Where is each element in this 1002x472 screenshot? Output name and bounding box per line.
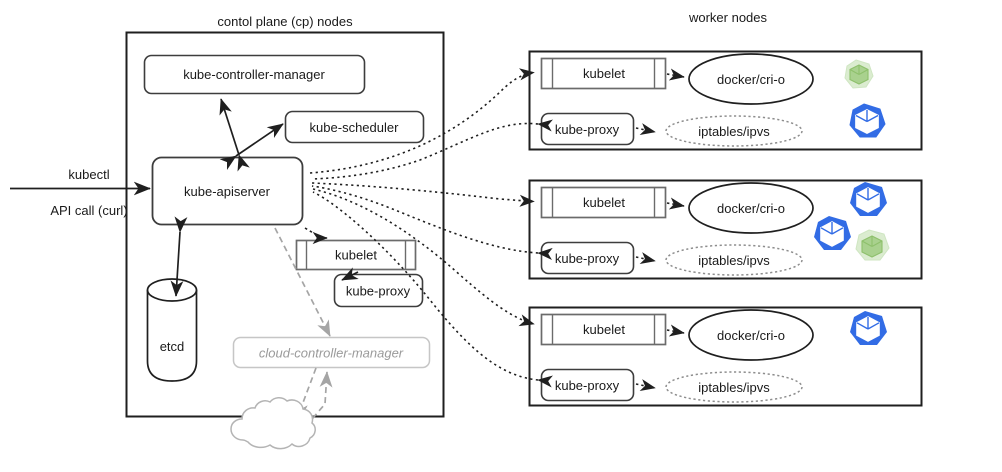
worker-2-networking-label: iptables/ipvs: [698, 253, 770, 268]
control-plane-title: contol plane (cp) nodes: [217, 14, 353, 29]
cloud-controller-manager-box[interactable]: [232, 336, 431, 369]
worker-3-kube-proxy-label: kube-proxy: [555, 378, 620, 393]
worker-1-networking-node[interactable]: iptables/ipvs: [665, 115, 803, 147]
cloud-shape: [230, 397, 316, 450]
kube-scheduler-label: kube-scheduler: [310, 120, 400, 135]
kube-apiserver-node[interactable]: kube-apiserver: [151, 156, 304, 226]
worker-node-2: kubelet kube-proxy docker/cri-o iptables…: [528, 179, 923, 280]
worker-3-kube-proxy-node[interactable]: kube-proxy: [540, 368, 635, 402]
worker-3-networking-label: iptables/ipvs: [698, 380, 770, 395]
worker-3-kubelet-box[interactable]: [540, 313, 667, 346]
edge-apiserver-controllermanager: [219, 98, 250, 172]
edge-apiserver-w2-kubelet: [311, 182, 535, 207]
edge-w1-kubelet-runtime: [666, 68, 685, 81]
cp-kubelet-label: kubelet: [335, 248, 377, 263]
cp-kubelet-node[interactable]: kubelet: [295, 239, 417, 271]
worker-2-kubelet-box[interactable]: [540, 186, 667, 219]
kube-controller-manager-box[interactable]: [143, 54, 366, 95]
worker-1-kubelet-node[interactable]: kubelet: [540, 57, 667, 90]
worker-3-runtime-ellipse[interactable]: [688, 309, 814, 361]
pod-icon-blue: [850, 182, 887, 216]
worker-1-runtime-ellipse[interactable]: [688, 53, 814, 105]
edge-apiserver-scheduler: [219, 123, 284, 170]
cloud-controller-manager-node[interactable]: cloud-controller-manager: [232, 336, 431, 369]
kube-controller-manager-label: kube-controller-manager: [183, 67, 325, 82]
worker-node-1-container: [528, 50, 923, 151]
worker-2-kube-proxy-node[interactable]: kube-proxy: [540, 241, 635, 275]
worker-3-kubelet-node[interactable]: kubelet: [540, 313, 667, 346]
cp-kubelet-box[interactable]: [295, 239, 417, 271]
worker-2-runtime-label: docker/cri-o: [717, 201, 785, 216]
worker-3-runtime-label: docker/cri-o: [717, 328, 785, 343]
worker-1-runtime-node[interactable]: docker/cri-o: [688, 53, 814, 105]
edge-w2-kubeproxy-apiserver: [311, 185, 553, 260]
apiserver-worker-links: [309, 68, 553, 388]
edge-apiserver-cp-kubelet: [304, 227, 328, 245]
etcd-cylinder-top: [146, 278, 198, 302]
edge-cp-kubelet-kubeproxy: [341, 267, 359, 281]
edge-w2-kubeproxy-networking: [635, 252, 656, 264]
worker-2-runtime-ellipse[interactable]: [688, 182, 814, 234]
etcd-node[interactable]: etcd: [146, 278, 198, 382]
worker-2-networking-node[interactable]: iptables/ipvs: [665, 244, 803, 276]
external-entry: kubectl API call (curl): [10, 167, 151, 218]
worker-3-kubelet-label: kubelet: [583, 322, 625, 337]
edge-apiserver-cloudcontrollermanager: [274, 227, 331, 337]
worker-node-3-container: [528, 306, 923, 407]
edge-w3-kubeproxy-networking: [635, 379, 656, 391]
kube-scheduler-node[interactable]: kube-scheduler: [284, 110, 425, 144]
worker-node-3: kubelet kube-proxy docker/cri-o iptables…: [528, 306, 923, 407]
worker-2-kubelet-label: kubelet: [583, 195, 625, 210]
worker-2-kubelet-node[interactable]: kubelet: [540, 186, 667, 219]
worker-nodes-title: worker nodes: [688, 10, 768, 25]
worker-1-kubelet-box[interactable]: [540, 57, 667, 90]
pod-icon-green: [855, 229, 890, 261]
edge-w1-kubeproxy-networking: [635, 123, 656, 135]
cp-kube-proxy-box[interactable]: [333, 273, 424, 308]
pod-icon-blue: [849, 103, 886, 138]
edge-cloud-to-ccm: [305, 371, 333, 427]
edge-apiserver-w3-kubelet: [312, 188, 535, 327]
kube-controller-manager-node[interactable]: kube-controller-manager: [143, 54, 366, 95]
worker-1-kube-proxy-node[interactable]: kube-proxy: [540, 112, 635, 146]
worker-node-2-container: [528, 179, 923, 280]
worker-3-networking-node[interactable]: iptables/ipvs: [665, 371, 803, 403]
worker-3-runtime-node[interactable]: docker/cri-o: [688, 309, 814, 361]
edge-apiserver-etcd: [170, 216, 188, 297]
control-plane-edges: [170, 98, 359, 297]
cp-kube-proxy-label: kube-proxy: [346, 284, 411, 299]
worker-2-runtime-node[interactable]: docker/cri-o: [688, 182, 814, 234]
kubectl-label: kubectl: [68, 167, 109, 182]
worker-node-1: kubelet kube-proxy docker/cri-o iptables…: [528, 50, 923, 151]
pod-icon-blue: [850, 311, 887, 345]
worker-1-networking-ellipse[interactable]: [665, 115, 803, 147]
kube-apiserver-label: kube-apiserver: [184, 184, 271, 199]
edge-w3-kubelet-runtime: [666, 324, 685, 337]
edge-w1-kubeproxy-apiserver: [311, 119, 553, 180]
worker-1-runtime-label: docker/cri-o: [717, 72, 785, 87]
api-call-label: API call (curl): [50, 203, 127, 218]
kube-scheduler-box[interactable]: [284, 110, 425, 144]
worker-1-networking-label: iptables/ipvs: [698, 124, 770, 139]
etcd-label: etcd: [160, 339, 185, 354]
pod-icon-blue: [814, 216, 851, 250]
cloud-controller-manager-label: cloud-controller-manager: [259, 346, 404, 361]
pod-icon-green: [844, 59, 874, 89]
cp-kube-proxy-node[interactable]: kube-proxy: [333, 273, 424, 308]
edge-w2-kubelet-runtime: [666, 197, 685, 210]
etcd-cylinder-body[interactable]: [146, 290, 198, 382]
worker-2-networking-ellipse[interactable]: [665, 244, 803, 276]
worker-2-kube-proxy-label: kube-proxy: [555, 251, 620, 266]
worker-3-networking-ellipse[interactable]: [665, 371, 803, 403]
worker-1-kube-proxy-label: kube-proxy: [555, 122, 620, 137]
worker-1-kubelet-label: kubelet: [583, 66, 625, 81]
